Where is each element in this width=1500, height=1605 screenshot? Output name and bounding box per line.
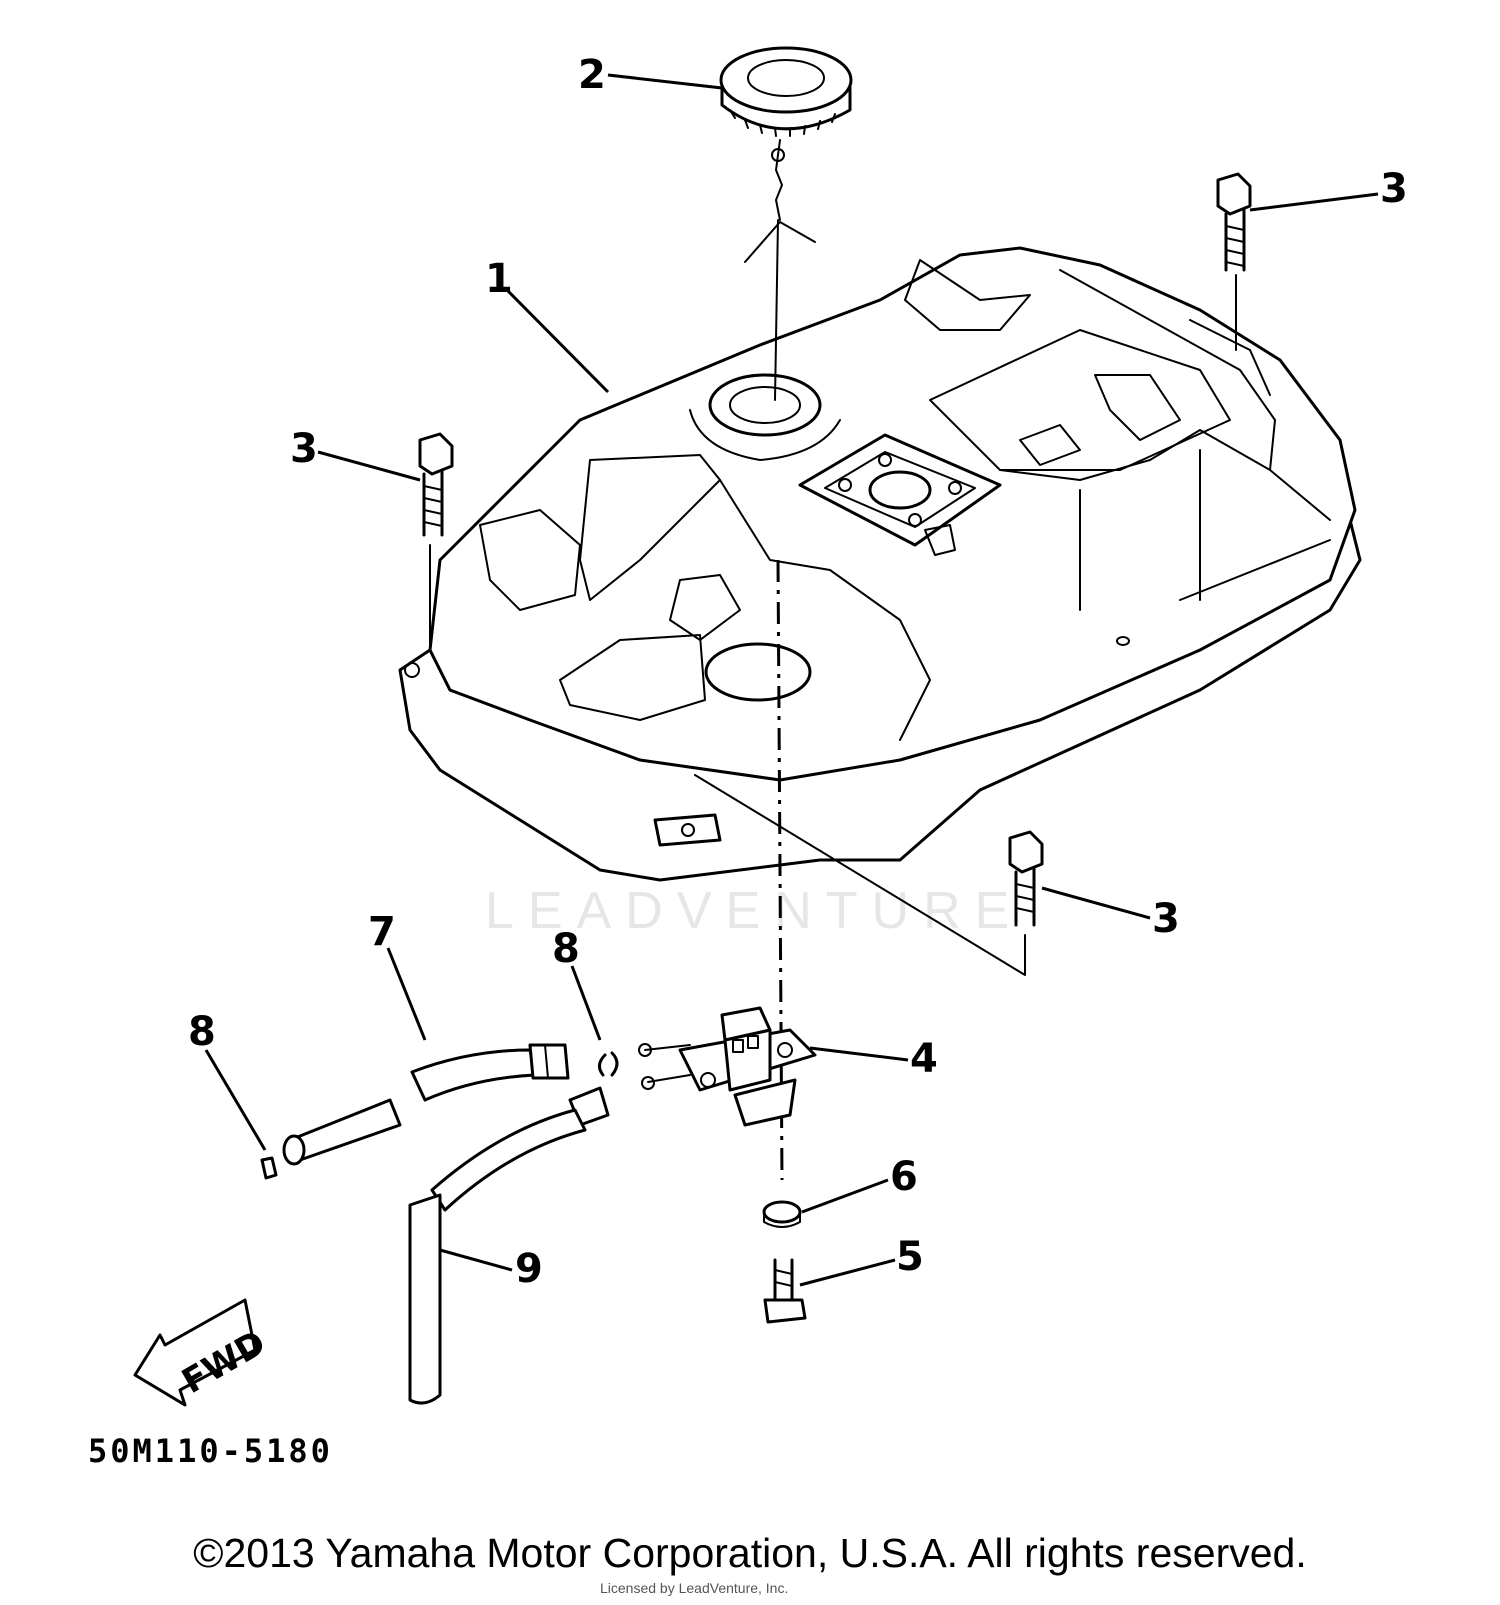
leader-lines	[204, 73, 1379, 1287]
vacuum-hose[interactable]	[408, 1086, 610, 1405]
callout-8-right: 8	[552, 926, 580, 972]
washer[interactable]	[762, 1200, 802, 1228]
fuel-tank[interactable]	[398, 246, 1362, 882]
callout-6: 6	[890, 1154, 918, 1200]
licensed-by-note: Licensed by LeadVenture, Inc.	[600, 1580, 789, 1596]
forward-arrow-icon: FWD	[133, 1298, 272, 1407]
bolt-upper-right[interactable]	[1216, 172, 1252, 351]
callout-9: 9	[515, 1246, 543, 1292]
callout-2: 2	[578, 52, 606, 98]
callout-4: 4	[910, 1036, 938, 1082]
callout-5: 5	[896, 1234, 924, 1280]
hose-clip-right[interactable]	[598, 1051, 619, 1077]
callout-3-left: 3	[290, 426, 318, 472]
callout-3-upper-right: 3	[1380, 166, 1408, 212]
fuel-hose[interactable]	[282, 1043, 570, 1166]
fuel-cap[interactable]	[719, 46, 853, 263]
callout-3-lower-right: 3	[1152, 896, 1180, 942]
diagram-code: 50M110-5180	[88, 1432, 333, 1470]
assembly-line-petcock	[776, 559, 784, 1181]
bolt-lower-right[interactable]	[694, 774, 1044, 976]
screw[interactable]	[763, 1258, 807, 1324]
callout-8-left: 8	[188, 1009, 216, 1055]
cap-guide-line	[774, 219, 779, 401]
bolt-left[interactable]	[418, 432, 454, 651]
watermark-text: LEADVENTURE	[485, 882, 1023, 940]
hose-clip-left[interactable]	[260, 1156, 278, 1180]
callout-7: 7	[368, 909, 396, 955]
callout-1: 1	[485, 256, 513, 302]
copyright-notice: ©2013 Yamaha Motor Corporation, U.S.A. A…	[193, 1530, 1307, 1576]
fuel-cock[interactable]	[638, 1006, 817, 1127]
